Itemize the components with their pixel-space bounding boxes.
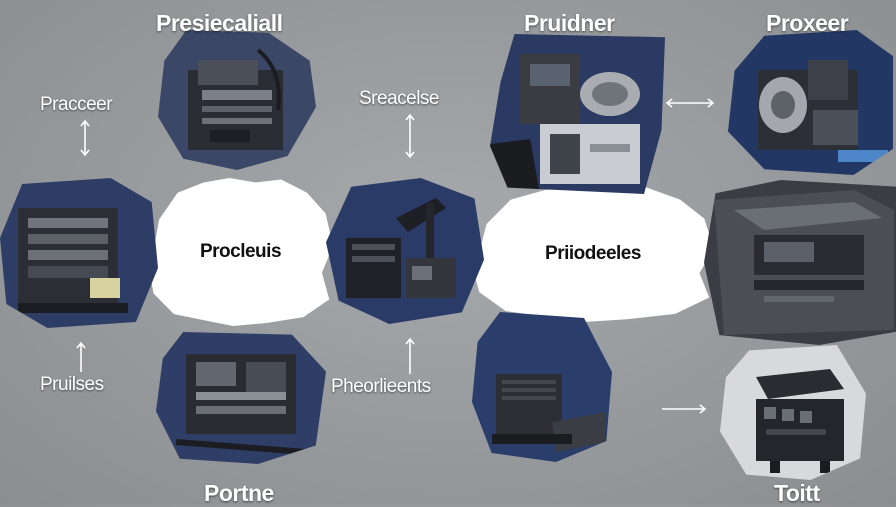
label-center-lower: Pheorlieents [331, 376, 431, 397]
machine-photo-right-middle [704, 180, 896, 345]
machine-photo-top-left [158, 30, 316, 170]
label-left-lower: Pruilses [40, 374, 104, 395]
label-bottom-right: Toitt [774, 480, 820, 506]
machine-photo-center [326, 178, 484, 324]
process-node-left: Procleuis [148, 178, 333, 326]
machine-photo-bottom-center [472, 312, 612, 462]
label-left-upper: Pracceer [40, 94, 113, 115]
label-top-right: Proxeer [766, 10, 849, 36]
machine-photo-left-middle [0, 178, 158, 328]
process-node-center-label: Priiodeeles [545, 243, 641, 264]
arrow-vertical-center-lower [403, 336, 417, 376]
label-bottom-left: Portne [204, 480, 274, 506]
process-node-center: Priiodeeles [472, 186, 714, 322]
arrow-horizontal-top-right [664, 96, 716, 110]
label-top-center: Pruidner [524, 10, 615, 36]
arrow-vertical-center-upper [403, 112, 417, 160]
label-center-upper: Sreacelse [359, 88, 440, 109]
process-node-left-label: Procleuis [199, 241, 282, 262]
machine-photo-bottom-right [720, 345, 866, 480]
arrow-vertical-left-upper [78, 118, 92, 158]
arrow-vertical-left-lower [74, 340, 88, 374]
machine-photo-bottom-left [156, 332, 326, 464]
machine-photo-top-center [490, 34, 665, 194]
machine-photo-top-right [728, 30, 893, 175]
label-top-left: Presiecaliall [156, 10, 283, 36]
arrow-horizontal-bottom-right [660, 402, 708, 416]
